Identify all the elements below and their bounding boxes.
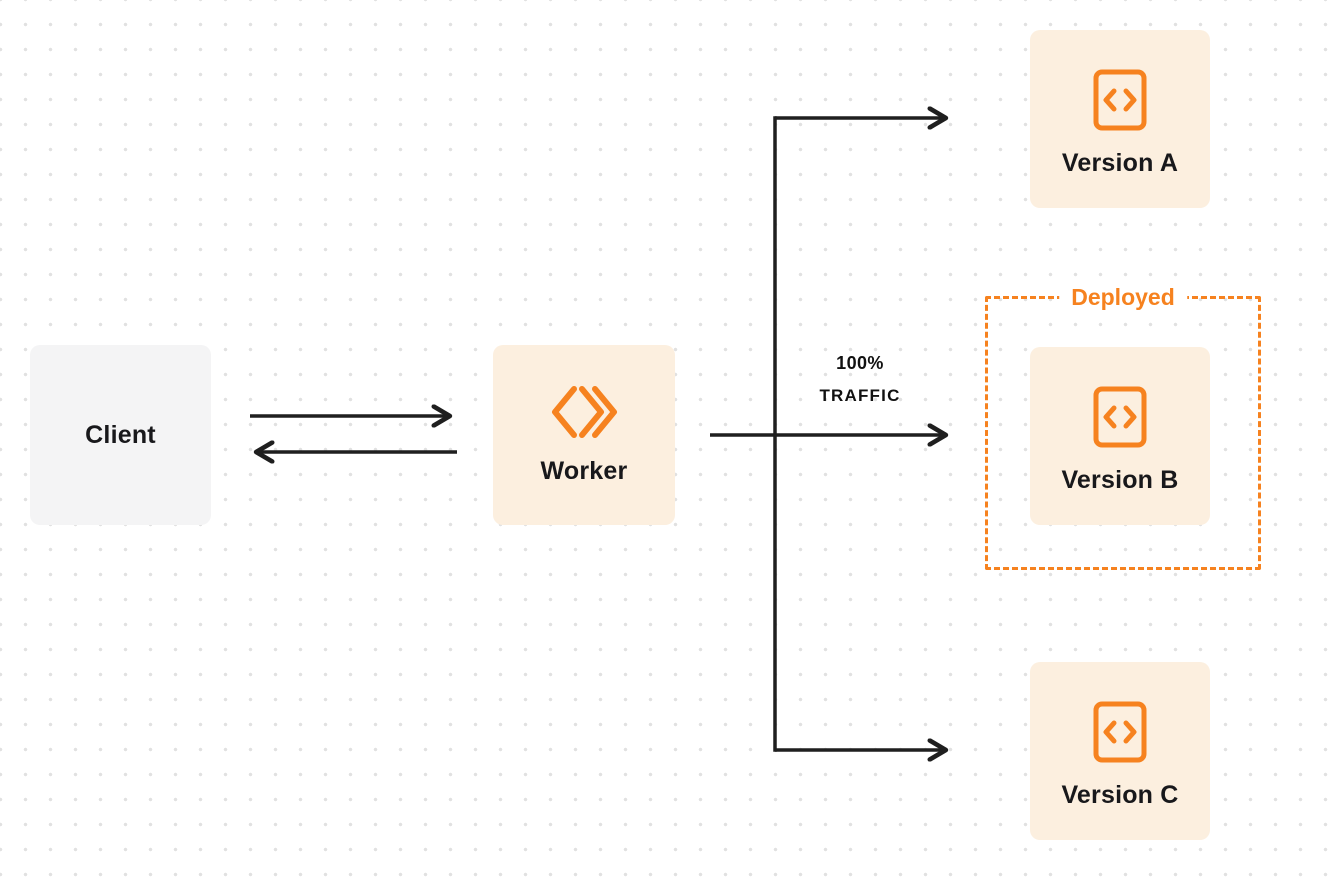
worker-label: Worker <box>540 456 628 485</box>
deployed-region: Deployed <box>985 284 1261 570</box>
version-c-node: Version C <box>1030 662 1210 840</box>
worker-node: Worker <box>493 345 675 525</box>
traffic-percent: 100% <box>836 353 884 373</box>
version-a-node: Version A <box>1030 30 1210 208</box>
version-b-label: Version B <box>1061 465 1179 494</box>
version-b-node: Version B <box>1030 347 1210 525</box>
traffic-label: 100% TRAFFIC <box>795 354 925 404</box>
client-node: Client <box>30 345 211 525</box>
version-c-label: Version C <box>1061 780 1179 809</box>
version-a-label: Version A <box>1061 148 1179 177</box>
deployed-label: Deployed <box>1059 284 1187 312</box>
code-brackets-icon <box>1093 386 1147 448</box>
code-brackets-icon <box>1093 701 1147 763</box>
client-label: Client <box>85 420 156 449</box>
workers-logo-icon <box>547 385 621 439</box>
traffic-word: TRAFFIC <box>819 386 901 405</box>
code-brackets-icon <box>1093 69 1147 131</box>
